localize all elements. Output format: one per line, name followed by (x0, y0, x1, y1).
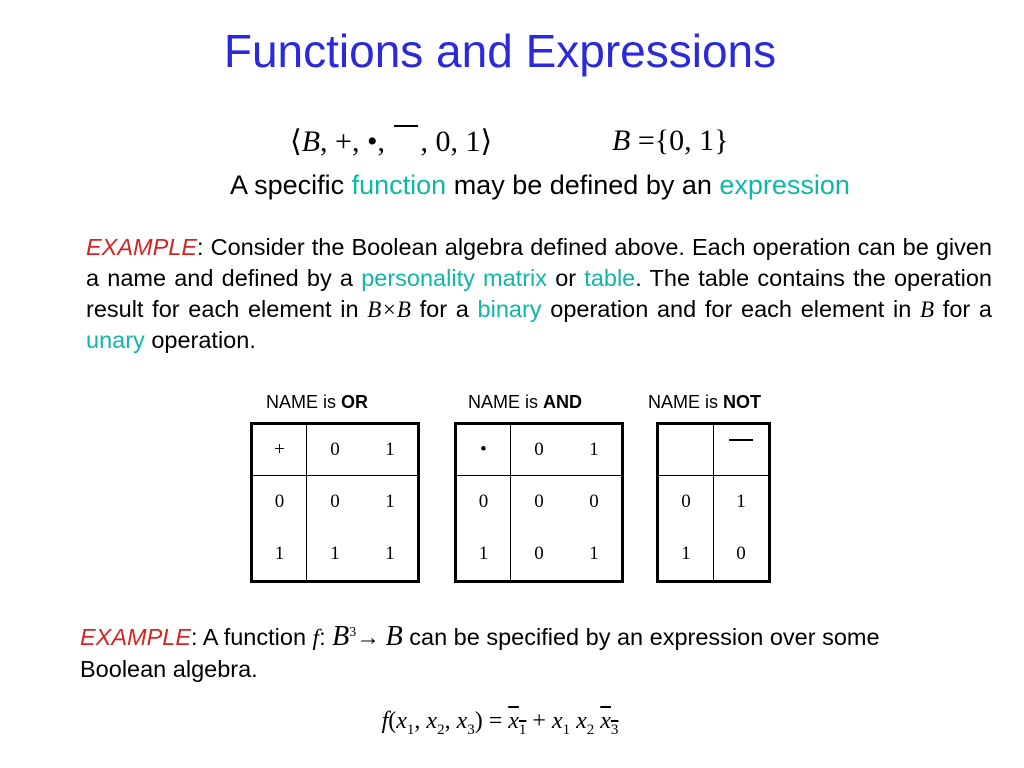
table-cell: 0 (534, 491, 544, 512)
table-cell (713, 423, 770, 476)
example-paragraph-1: EXAMPLE: Consider the Boolean algebra de… (86, 234, 992, 353)
complement-icon (394, 125, 419, 127)
complement-x3: x3 (600, 708, 619, 738)
complement-x1: x1 (508, 708, 527, 738)
table-cell: 1 (251, 528, 307, 582)
table-row: 0 1 (657, 475, 770, 528)
table-cell (657, 423, 714, 476)
table-row: • 0 1 (455, 423, 623, 476)
table-cell: 1 (385, 543, 395, 564)
slide-title: Functions and Expressions (223, 25, 777, 77)
not-table: 0 1 1 0 (656, 422, 771, 583)
table-cell: 0 (251, 475, 307, 528)
example-paragraph-2: EXAMPLE: A function f: B3→ B can be spec… (80, 620, 880, 682)
table-cell: 0 (657, 475, 714, 528)
table-cell: + (251, 423, 307, 476)
table-row: 1 0 (657, 528, 770, 582)
table-row: 0 0 1 (251, 475, 419, 528)
table-cell: 0 (306, 423, 363, 476)
table-cell: 0 (534, 543, 544, 564)
table-cell: 1 (455, 528, 511, 582)
table-cell: 1 (589, 543, 599, 564)
table-cell: 1 (567, 423, 623, 476)
algebra-tuple: ⟨B, +, •, , 0, 1⟩ (290, 125, 493, 158)
table-cell: 0 (330, 491, 340, 512)
not-table-caption: NAME is NOT (648, 392, 762, 412)
table-cell: • (455, 423, 511, 476)
set-definition: B ={0, 1} (612, 124, 729, 157)
table-cell: 0 (455, 475, 511, 528)
table-row: 0 0 0 (455, 475, 623, 528)
table-row (657, 423, 770, 476)
intro-sentence: A specific function may be defined by an… (230, 170, 850, 200)
table-row: 1 1 1 (251, 528, 419, 582)
table-row: + 0 1 (251, 423, 419, 476)
table-cell: 0 (510, 423, 567, 476)
table-row: 1 0 1 (455, 528, 623, 582)
table-cell: 0 (736, 543, 746, 564)
function-expression: f(x1, x2, x3) = x1 + x1 x2 x3 (381, 708, 619, 738)
table-cell: 1 (385, 491, 395, 512)
or-table: + 0 1 0 0 1 1 1 1 (250, 422, 420, 583)
example-label: EXAMPLE (86, 234, 198, 260)
table-cell: 1 (330, 543, 340, 564)
or-table-caption: NAME is OR (266, 392, 369, 412)
table-cell: 1 (736, 491, 746, 512)
and-table: • 0 1 0 0 0 1 0 1 (454, 422, 624, 583)
and-table-caption: NAME is AND (468, 392, 583, 412)
example-label: EXAMPLE (80, 623, 192, 650)
table-cell: 0 (589, 491, 599, 512)
table-cell: 1 (657, 528, 714, 582)
complement-icon (729, 439, 753, 441)
table-cell: 1 (363, 423, 419, 476)
